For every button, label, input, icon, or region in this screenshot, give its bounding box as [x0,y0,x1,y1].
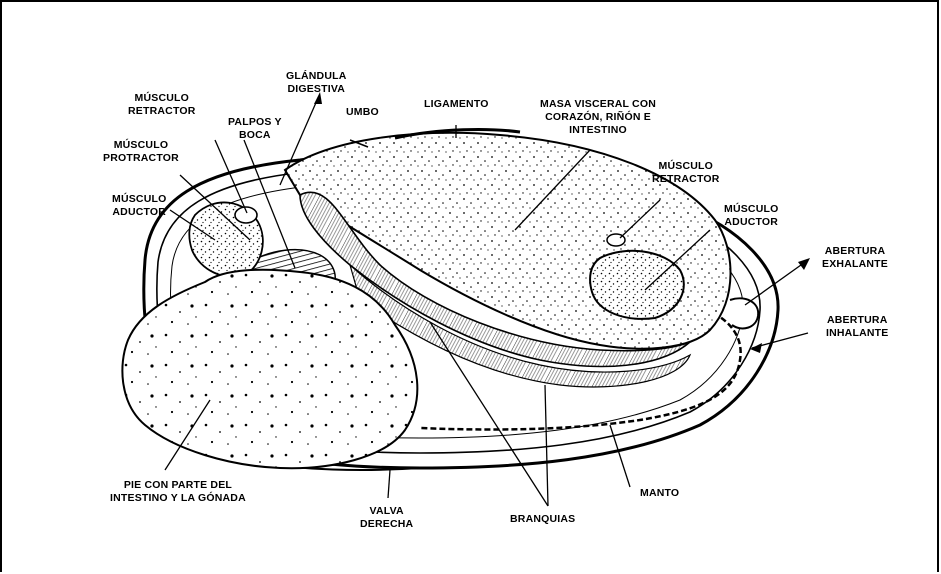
label-manto: MANTO [640,487,679,500]
arrow-exhalante [798,258,810,270]
label-ligamento: LIGAMENTO [424,98,489,111]
pie-con-intestino-y-gonada [122,270,417,469]
musculo-aductor-posterior [590,251,684,319]
siphon [730,298,758,328]
label-umbo: UMBO [346,106,379,119]
label-branquias: BRANQUIAS [510,513,575,526]
